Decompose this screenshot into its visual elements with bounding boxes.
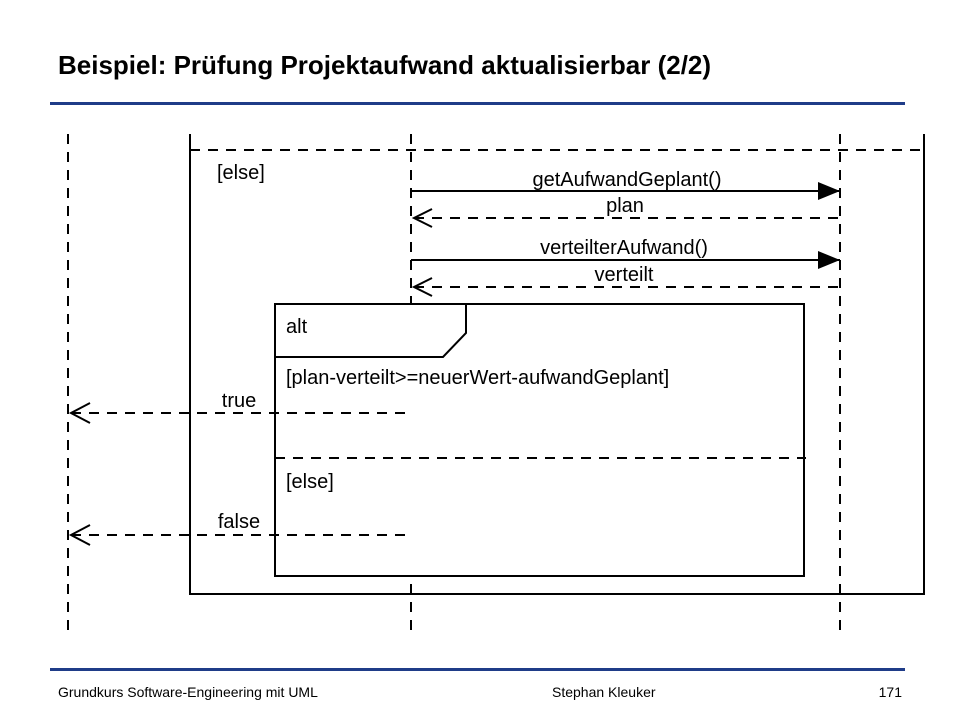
return-true-label: true	[222, 390, 256, 412]
alt-operator-label: alt	[286, 316, 308, 338]
message-getaufwandgeplant-label: getAufwandGeplant()	[532, 169, 721, 191]
return-false-label: false	[218, 511, 260, 533]
alt-operator-pentagon	[275, 304, 467, 358]
return-plan-arrowhead	[411, 208, 433, 228]
return-verteilt-arrowhead	[411, 277, 433, 297]
return-false-arrowhead	[68, 524, 91, 546]
outer-fragment-frame	[189, 134, 925, 595]
footer-page-number: 171	[878, 684, 902, 700]
outer-else-guard: [else]	[217, 162, 265, 184]
alt-fragment-frame	[274, 303, 805, 577]
message-verteilteraufwand-label: verteilterAufwand()	[540, 237, 708, 259]
return-plan-label: plan	[606, 195, 644, 217]
footer-author: Stephan Kleuker	[552, 684, 656, 700]
alt-guard-2: [else]	[286, 471, 334, 493]
return-true-arrowhead	[68, 402, 91, 424]
footer-divider	[50, 668, 905, 671]
alt-guard-1: [plan-verteilt>=neuerWert-aufwandGeplant…	[286, 367, 669, 389]
slide-title: Beispiel: Prüfung Projektaufwand aktuali…	[58, 50, 712, 80]
footer-course: Grundkurs Software-Engineering mit UML	[58, 684, 318, 700]
title-divider	[50, 102, 905, 105]
return-verteilt-label: verteilt	[595, 264, 654, 286]
